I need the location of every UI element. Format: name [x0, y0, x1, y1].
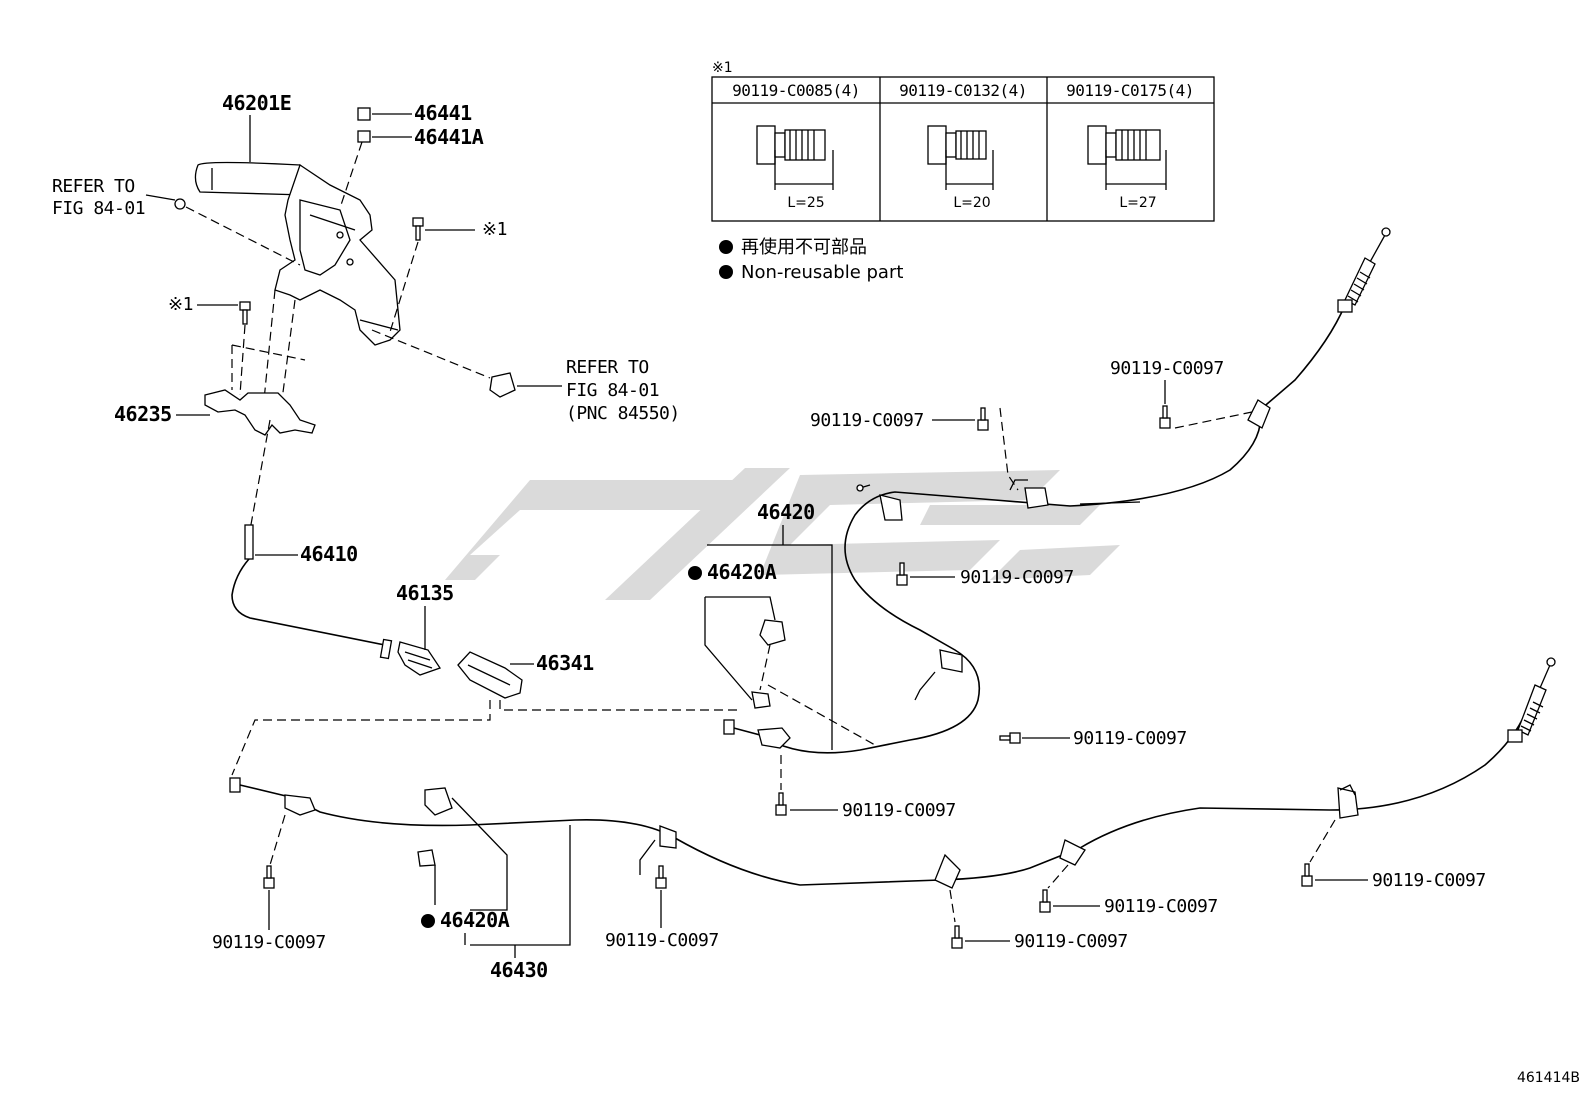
right-rear-cable-46420 — [723, 227, 1391, 754]
label-46420a-right: 46420A — [707, 560, 777, 584]
filled-dot-icon — [719, 265, 733, 279]
filled-dot-icon — [421, 914, 435, 928]
bolt-icon — [999, 732, 1021, 744]
bolt-icon — [655, 865, 667, 889]
filled-dot-icon — [688, 566, 702, 580]
label-bolt-90119-c0097: 90119-C0097 — [810, 410, 924, 431]
clamp-icon — [751, 619, 786, 709]
bolt-icon — [977, 407, 989, 431]
table-col-3-part: 90119-C0175(4) — [1066, 81, 1194, 100]
label-46441: 46441 — [414, 101, 472, 125]
label-46341: 46341 — [536, 651, 594, 675]
label-46135: 46135 — [396, 581, 454, 605]
yoke-46341 — [457, 651, 523, 699]
bolt-icon — [1039, 889, 1051, 913]
refer-a-line2: FIG 84-01 — [52, 198, 145, 219]
label-46201e: 46201E — [222, 91, 291, 115]
bolt-icon — [1159, 405, 1171, 429]
nut-icon — [357, 107, 371, 143]
label-46235: 46235 — [114, 402, 172, 426]
bolt-icon — [1301, 863, 1313, 887]
refer-b-line2: FIG 84-01 — [566, 380, 659, 401]
table-note-mark: ※1 — [712, 60, 733, 76]
label-bolt-90119-c0097: 90119-C0097 — [212, 932, 326, 953]
filled-dot-icon — [719, 240, 733, 254]
parking-brake-lever-assembly — [194, 161, 401, 346]
label-bolt-90119-c0097: 90119-C0097 — [1073, 728, 1187, 749]
bolt-icon — [239, 301, 251, 325]
label-46420a-left: 46420A — [440, 908, 510, 932]
label-bolt-90119-c0097: 90119-C0097 — [842, 800, 956, 821]
bolt-icon — [412, 217, 424, 241]
bolt-icon — [756, 125, 834, 190]
equalizer-46135 — [397, 641, 442, 676]
table-col-1-length: L=25 — [787, 195, 824, 211]
table-col-2-length: L=20 — [953, 195, 990, 211]
table-col-3-length: L=27 — [1119, 195, 1156, 211]
label-46441a: 46441A — [414, 125, 484, 149]
bolt-icon — [951, 925, 963, 949]
label-bolt-90119-c0097: 90119-C0097 — [960, 567, 1074, 588]
bracket-46235 — [204, 389, 316, 436]
bolt-icon — [775, 792, 787, 816]
refer-b-line3: (PNC 84550) — [566, 403, 680, 424]
legend-en-text: Non-reusable part — [741, 262, 903, 283]
table-col-2-part: 90119-C0132(4) — [899, 81, 1027, 100]
refer-a-line1: REFER TO — [52, 176, 135, 197]
label-bolt-90119-c0097: 90119-C0097 — [1372, 870, 1486, 891]
label-bolt-90119-c0097: 90119-C0097 — [1104, 896, 1218, 917]
bolt-length-table: ※1 90119-C0085(4) 90119-C0132(4) 90119-C… — [711, 60, 1215, 222]
refer-b-line1: REFER TO — [566, 357, 649, 378]
label-46410: 46410 — [300, 542, 358, 566]
label-46420: 46420 — [757, 500, 815, 524]
bolt-icon — [927, 125, 994, 190]
bolt-icon — [1087, 125, 1167, 190]
bolt-icon — [263, 865, 275, 889]
nonreusable-legend: 再使用不可部品 Non-reusable part — [719, 237, 903, 283]
front-cable-46410 — [231, 524, 393, 660]
left-rear-cable-46430 — [229, 657, 1556, 889]
label-46430: 46430 — [490, 958, 548, 982]
legend-jp-text: 再使用不可部品 — [741, 237, 867, 258]
label-bolt-90119-c0097: 90119-C0097 — [1014, 931, 1128, 952]
clip-icon — [489, 372, 516, 398]
grommet-icon — [174, 198, 186, 210]
bolt-icon — [896, 562, 908, 586]
label-bolt-90119-c0097: 90119-C0097 — [605, 930, 719, 951]
clamp-icon — [417, 787, 453, 867]
label-bolt-90119-c0097: 90119-C0097 — [1110, 358, 1224, 379]
label-note-1-right: ※1 — [482, 219, 507, 240]
figure-id: 461414B — [1517, 1070, 1580, 1086]
table-col-1-part: 90119-C0085(4) — [732, 81, 860, 100]
watermark-logo — [445, 468, 1120, 600]
label-note-1-left: ※1 — [168, 294, 193, 315]
